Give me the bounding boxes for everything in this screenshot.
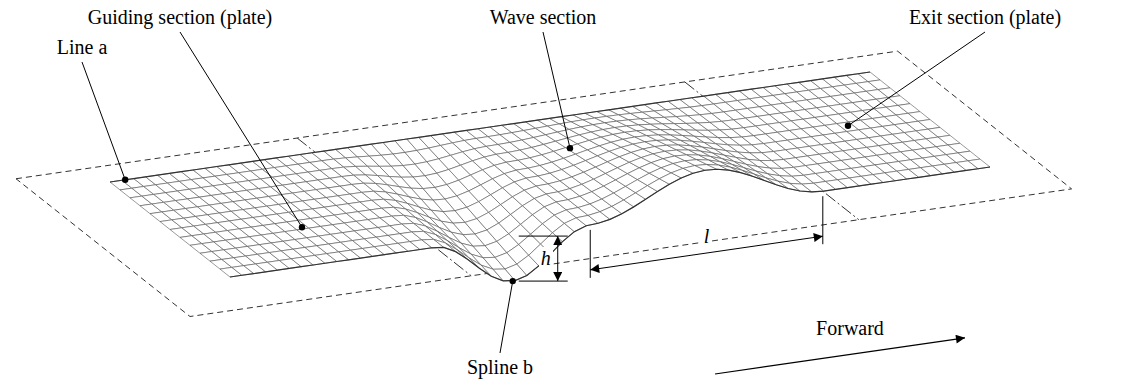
mesh-cell bbox=[434, 239, 456, 251]
straight-edge bbox=[110, 72, 870, 182]
leader-line bbox=[180, 32, 302, 227]
boundary-outline bbox=[16, 51, 1072, 316]
section-label: Wave section bbox=[490, 6, 597, 29]
dimension-arrow bbox=[557, 236, 558, 281]
direction-arrow bbox=[715, 338, 965, 374]
leader-dot bbox=[567, 145, 573, 151]
spline-label: Spline b bbox=[467, 356, 533, 379]
direction-label: Forward bbox=[816, 317, 884, 340]
extension-line bbox=[590, 230, 591, 278]
dimension-label: h bbox=[539, 247, 553, 270]
spline-edge bbox=[230, 167, 990, 281]
extension-line bbox=[822, 196, 823, 244]
leader-line bbox=[500, 281, 513, 353]
leader-line bbox=[82, 62, 125, 180]
dimension-label: l bbox=[702, 225, 712, 248]
extension-line bbox=[519, 281, 568, 282]
section-label: Exit section (plate) bbox=[909, 6, 1061, 29]
extension-line bbox=[519, 236, 568, 237]
leader-line bbox=[543, 32, 570, 148]
leader-dot bbox=[299, 224, 305, 230]
section-label: Guiding section (plate) bbox=[88, 6, 272, 29]
line-label: Line a bbox=[57, 36, 108, 59]
leader-dot bbox=[122, 177, 128, 183]
section-divider bbox=[685, 82, 859, 220]
leader-dot bbox=[510, 278, 516, 284]
leader-dot bbox=[845, 123, 851, 129]
leader-line bbox=[848, 32, 985, 126]
